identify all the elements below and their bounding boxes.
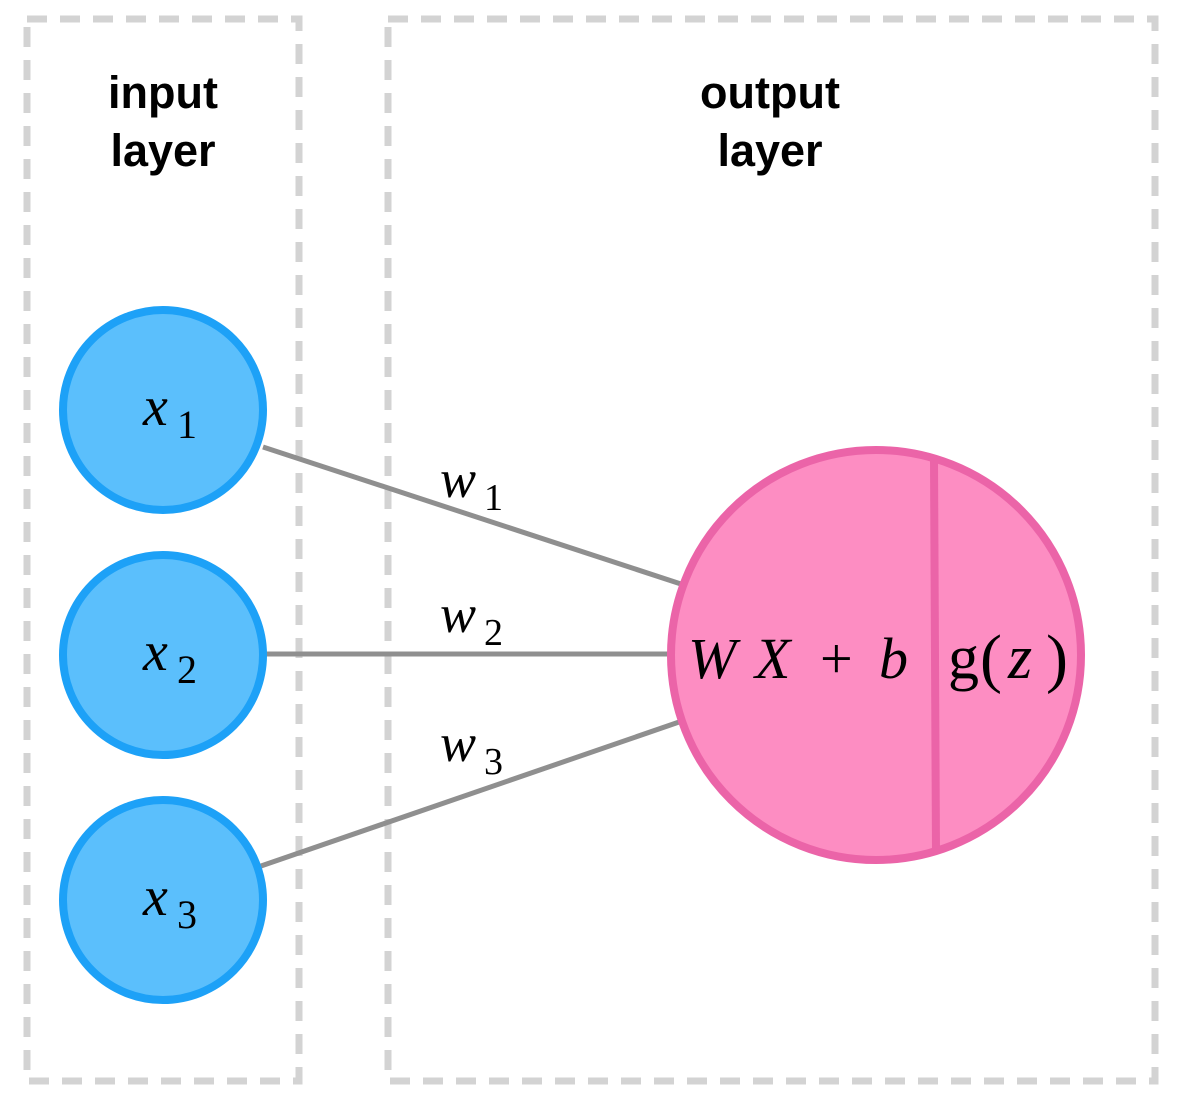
svg-text:x: x (142, 621, 168, 683)
svg-text:2: 2 (177, 647, 197, 692)
svg-text:(: ( (980, 622, 1002, 695)
activation-label: g ( z ) (948, 622, 1068, 695)
weighted-sum-label: W X + b (688, 626, 908, 691)
input-layer-title-line2: layer (110, 125, 215, 176)
svg-text:x: x (142, 376, 168, 438)
output-layer-title-line2: layer (717, 125, 822, 176)
weight-label-w1: w 1 (440, 449, 503, 519)
svg-text:+: + (820, 626, 853, 691)
svg-text:w: w (440, 449, 476, 509)
svg-text:W: W (688, 626, 741, 691)
svg-text:2: 2 (484, 612, 503, 654)
weight-label-w3: w 3 (440, 713, 503, 783)
input-node-x2: x 2 (59, 551, 267, 759)
input-layer-title-line1: input (108, 67, 218, 118)
svg-text:X: X (753, 626, 793, 691)
svg-text:g: g (948, 624, 979, 692)
input-layer-panel (23, 15, 303, 1085)
svg-text:w: w (440, 713, 476, 773)
svg-text:): ) (1046, 622, 1068, 695)
svg-text:b: b (879, 626, 908, 691)
svg-text:z: z (1007, 624, 1032, 692)
edge-x1-to-output (262, 444, 685, 588)
svg-text:1: 1 (177, 402, 197, 447)
svg-text:w: w (440, 584, 476, 644)
weight-label-w2: w 2 (440, 584, 503, 654)
output-node-divider (930, 460, 940, 853)
svg-text:x: x (142, 866, 168, 928)
svg-text:1: 1 (484, 477, 503, 519)
svg-text:3: 3 (484, 741, 503, 783)
svg-text:3: 3 (177, 892, 197, 937)
edge-x3-to-output (260, 718, 683, 869)
input-node-x1: x 1 (59, 306, 267, 514)
output-node: W X + b g ( z ) (667, 446, 1085, 864)
input-node-x3: x 3 (59, 796, 267, 1004)
output-layer-title-line1: output (700, 67, 840, 118)
output-layer-panel (384, 15, 1159, 1085)
